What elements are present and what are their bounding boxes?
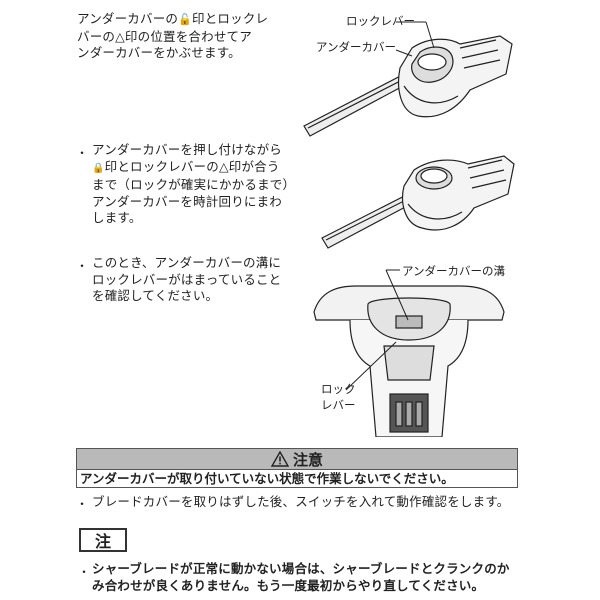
figure-groove-check xyxy=(313,269,505,437)
note-text: シャーブレードが正常に動かない場合は、シャーブレードとクランクのか み合わせが良… xyxy=(92,561,510,593)
blade-note-text: ブレードカバーを取りはずした後、スイッチを入れて動作確認をします。 xyxy=(92,494,510,509)
lock-mark-icon: 🔒 xyxy=(92,162,105,174)
caution-header: 注意 xyxy=(76,448,518,470)
step1-text: アンダーカバーの🔓印とロックレ バーの△印の位置を合わせてア ンダーカバーをかぶ… xyxy=(77,11,297,62)
note-bullet: ・ xyxy=(78,565,91,579)
figure-install-cover xyxy=(303,21,513,137)
blade-note-bullet: ・ xyxy=(76,497,89,511)
label-lock-lever-fig3: ロック レバー xyxy=(321,382,356,412)
label-under-cover-groove: アンダーカバーの溝 xyxy=(402,264,506,278)
unlock-mark-icon: 🔓 xyxy=(178,13,193,26)
caution-body: アンダーカバーが取り付いていない状態で作業しないでください。 xyxy=(76,470,518,488)
step3-bullet: ・ xyxy=(76,259,89,273)
step2-bullet: ・ xyxy=(76,146,89,160)
label-lock-lever: ロックレバー xyxy=(346,14,415,28)
step2-text: アンダーカバーを押し付けながら 🔒印とロックレバーの△印が合う まで（ロックが確… xyxy=(92,142,296,225)
step1-line3: ンダーカバーをかぶせます。 xyxy=(77,45,241,60)
label-under-cover: アンダーカバー xyxy=(316,40,397,54)
warning-triangle-icon xyxy=(270,451,289,467)
caution-title: 注意 xyxy=(292,450,323,469)
step1-line2: バーの△印の位置を合わせてア xyxy=(77,28,252,44)
figure-rotate-cover xyxy=(321,155,515,249)
note-label: 注 xyxy=(79,528,127,552)
step3-text: このとき、アンダーカバーの溝に ロックレバーがはまっていること を確認してくださ… xyxy=(92,255,282,303)
step1-line1: アンダーカバーの xyxy=(77,11,179,26)
